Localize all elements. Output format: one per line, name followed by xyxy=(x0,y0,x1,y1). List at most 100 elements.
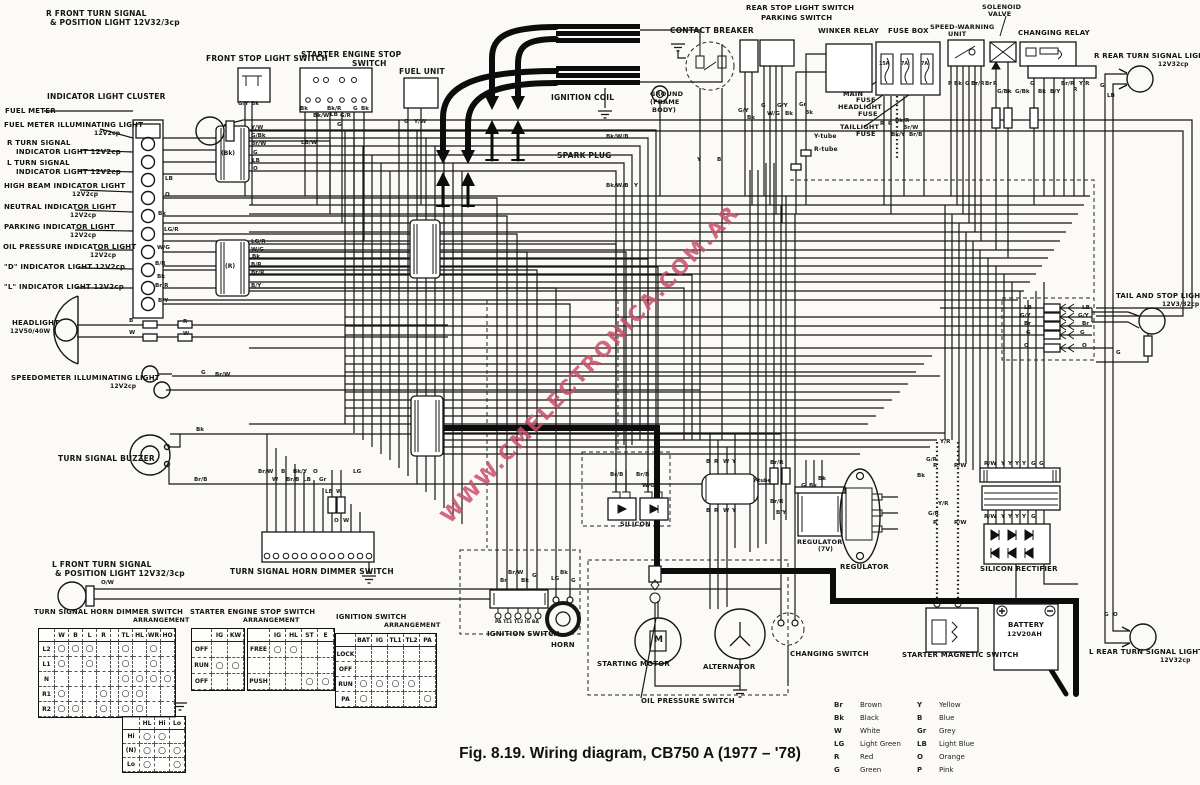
wire-color-label: G/Bk xyxy=(997,89,1012,95)
wire-color-label: LB xyxy=(1107,93,1115,99)
table-row-header: (N) xyxy=(123,744,140,758)
wire-color-label: 7A xyxy=(901,62,909,67)
legend-entry: Bk xyxy=(834,713,844,722)
table-cell: ○ xyxy=(147,642,161,657)
wire-color-label: Y/R xyxy=(938,501,949,507)
legend-entry: R xyxy=(834,752,840,761)
legend-entry: Yellow xyxy=(939,700,961,709)
wire-color-label: R/W xyxy=(984,514,997,520)
legend-entry: LG xyxy=(834,739,845,748)
wire-color-label: Bk xyxy=(158,211,166,217)
table-cell xyxy=(161,687,175,702)
wire-color-label: Y xyxy=(1008,514,1013,520)
table-row-header: L1 xyxy=(39,657,55,672)
table-cell xyxy=(111,672,119,687)
wire-color-label: R/W xyxy=(984,461,997,467)
table-cell: ○ xyxy=(170,744,185,758)
table-cell xyxy=(147,702,161,717)
component-label: BATTERY xyxy=(1008,621,1045,629)
legend-entry: Gr xyxy=(917,726,927,735)
table-cell xyxy=(69,687,83,702)
wire-color-label: G xyxy=(571,578,576,584)
legend-entry: Blue xyxy=(939,713,955,722)
table-row-header: LOCK xyxy=(336,647,356,662)
table-cell: ○ xyxy=(133,672,147,687)
component-label: SILICON xyxy=(620,520,651,528)
component-label: CONTACT BREAKER xyxy=(670,26,754,35)
table-cell xyxy=(388,692,404,707)
wire-color-label: Bk/W/B xyxy=(606,183,629,189)
table-header: W xyxy=(55,629,69,642)
wire-color-label: Br/W xyxy=(251,141,267,147)
table-cell: ○ xyxy=(55,687,69,702)
table-cell: ○ xyxy=(119,672,133,687)
component-label: 12V2cp xyxy=(90,252,117,259)
table-row-header: RUN xyxy=(192,658,212,674)
component-label: OIL PRESSURE INDICATOR LIGHT xyxy=(3,243,137,251)
component-label: INDICATOR LIGHT 12V2cp xyxy=(16,148,121,156)
wire-color-label: Bk xyxy=(805,110,813,116)
table-header: HO xyxy=(161,629,175,642)
table-cell: ○ xyxy=(83,642,97,657)
wire-color-label: B/Y xyxy=(158,298,169,304)
wire-color-label: LG xyxy=(353,469,362,475)
wire-color-label: W xyxy=(723,459,730,465)
component-label: REAR STOP LIGHT SWITCH xyxy=(746,4,855,12)
wire-color-label: Br/B xyxy=(194,477,208,483)
table-cell xyxy=(388,662,404,677)
wire-color-label: W/G xyxy=(642,483,655,489)
figure-caption: Fig. 8.19. Wiring diagram, CB750 A (1977… xyxy=(459,745,801,762)
wire-color-label: Y/R xyxy=(940,439,951,445)
wire-color-label: G xyxy=(1104,612,1109,618)
wire-harness xyxy=(44,29,1193,699)
wire-color-label: Bk xyxy=(809,483,817,489)
table-cell xyxy=(83,672,97,687)
component-label: 12V32cp xyxy=(1160,657,1191,664)
component-label: TAIL AND STOP LIGHT xyxy=(1116,292,1200,300)
table-cell xyxy=(420,677,436,692)
table-row-header: PUSH xyxy=(248,674,270,690)
table-header: HL xyxy=(133,629,147,642)
wire-color-label: LG/R xyxy=(251,239,266,245)
component-label: 12V2cp xyxy=(70,232,97,239)
table-cell xyxy=(372,662,388,677)
table-header: KW xyxy=(228,629,244,642)
table-cell: ○ xyxy=(97,702,111,717)
table-cell xyxy=(161,657,175,672)
wire-color-label: Bk xyxy=(560,570,568,576)
table-cell xyxy=(286,658,302,674)
table-cell: ○ xyxy=(302,674,318,690)
table-cell xyxy=(420,647,436,662)
component-label: VALVE xyxy=(988,10,1012,18)
component-label: HIGH BEAM INDICATOR LIGHT xyxy=(4,182,126,190)
component-label: & POSITION LIGHT 12V32/3cp xyxy=(50,18,180,27)
table-row-header: L2 xyxy=(39,642,55,657)
component-label: SPEEDOMETER ILLUMINATING LIGHT xyxy=(11,374,160,382)
wire-color-label: Br/B xyxy=(636,472,650,478)
wire-color-label: G/Y xyxy=(777,103,788,109)
table-row-header: OFF xyxy=(192,642,212,658)
table-cell: ○ xyxy=(140,744,155,758)
wire-color-label: O/W xyxy=(101,580,114,586)
table-cell: ○ xyxy=(97,687,111,702)
wire-color-label: Br/W xyxy=(903,125,919,131)
table-header xyxy=(336,634,356,647)
component-label: 12V3/32cp xyxy=(1162,301,1200,308)
table-cell: ○ xyxy=(69,702,83,717)
wire-color-label: B/Y xyxy=(1050,89,1061,95)
wire-color-label: Bk/Y xyxy=(293,469,308,475)
ground-symbols xyxy=(173,43,747,711)
component-label: HEADLIGHT xyxy=(838,103,882,111)
legend-entry: Orange xyxy=(939,752,965,761)
table-header: IG xyxy=(270,629,286,642)
wire-color-label: Br/B xyxy=(610,472,624,478)
component-label: NEUTRAL INDICATOR LIGHT xyxy=(4,203,117,211)
component-label: SPEED-WARNING xyxy=(930,23,995,31)
wire-color-label: Y xyxy=(697,157,702,163)
component-label: BODY) xyxy=(652,106,677,114)
wire-color-label: Bk xyxy=(917,473,925,479)
wire-color-label: Gr xyxy=(319,477,327,483)
fuel-unit xyxy=(403,77,439,109)
wire-color-label: Br/R xyxy=(155,283,169,289)
